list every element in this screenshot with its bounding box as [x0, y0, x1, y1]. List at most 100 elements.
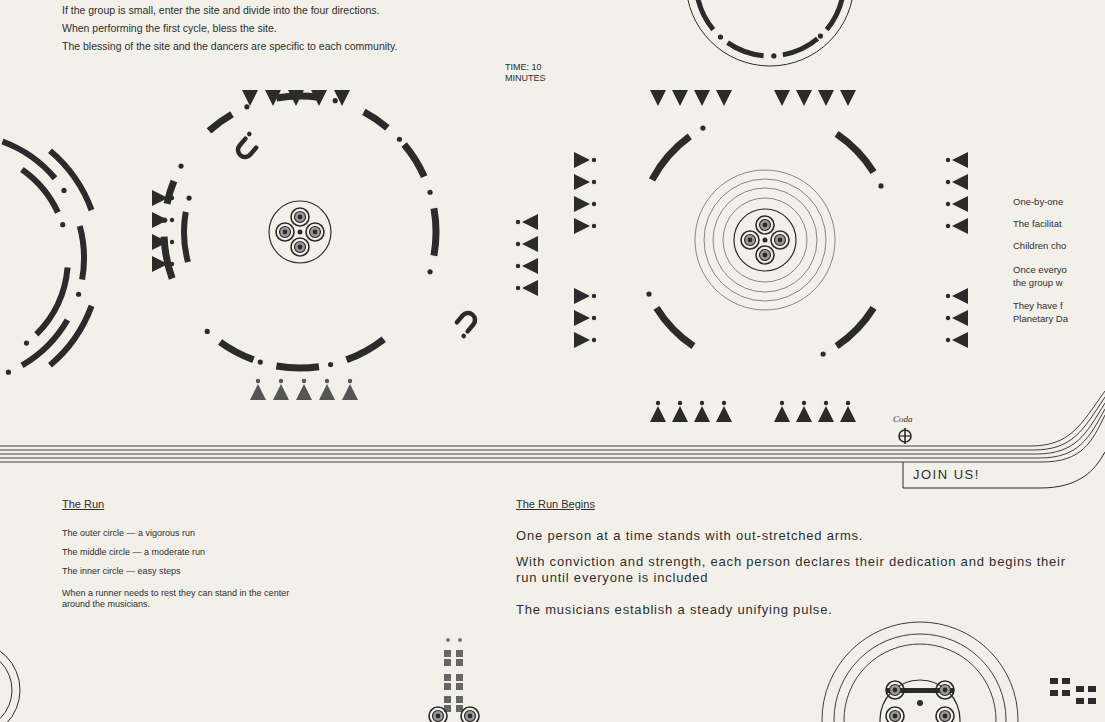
- musician-dot: [943, 688, 948, 693]
- ring-dash: [402, 142, 428, 178]
- musician-ring: [433, 711, 444, 722]
- musician-dot: [298, 215, 303, 220]
- dancer-triangle: [574, 288, 590, 304]
- bottom-ring: [834, 634, 1006, 722]
- musician-dot: [893, 688, 898, 693]
- musician-ring: [741, 231, 759, 249]
- ring-dash: [649, 134, 692, 182]
- musician-ring: [291, 208, 309, 226]
- dancer-dot: [946, 158, 950, 162]
- dashed-ring: [181, 195, 192, 262]
- u-turn-symbol: [452, 310, 480, 339]
- musician-dot: [313, 230, 318, 235]
- dancer-dot: [802, 401, 806, 405]
- small-square: [1062, 678, 1070, 684]
- dancer-dot: [946, 294, 950, 298]
- dancer-dot: [592, 202, 596, 206]
- musician-ring: [461, 707, 479, 722]
- ring-dash: [21, 319, 70, 368]
- bottom-ring: [880, 680, 960, 722]
- ring-dash: [48, 305, 94, 368]
- dancer-triangle: [952, 174, 968, 190]
- small-square: [444, 659, 451, 666]
- ring-dot: [333, 98, 338, 103]
- dancer-triangle: [250, 384, 266, 400]
- dancer-triangle: [840, 406, 856, 422]
- ring-dash: [207, 111, 234, 133]
- u-turn-dot: [246, 131, 252, 137]
- score-note: Children cho: [1013, 240, 1099, 252]
- partial-ring: [0, 642, 20, 722]
- ring-dash: [430, 208, 439, 256]
- musician-ring: [280, 227, 291, 238]
- center-dot: [298, 230, 303, 235]
- dancer-triangle: [152, 212, 168, 228]
- score-note: The outer circle — a vigorous run: [62, 528, 362, 539]
- musician-ring: [429, 707, 447, 722]
- ring-dot: [205, 329, 210, 334]
- score-note: The inner circle — easy steps: [62, 566, 362, 577]
- dancer-triangle: [152, 234, 168, 250]
- ring-dash: [1, 139, 57, 181]
- musician-dot: [893, 714, 898, 719]
- dancer-triangle: [288, 90, 304, 106]
- musician-ring: [310, 227, 321, 238]
- musician-ring: [940, 685, 951, 696]
- dashed-ring: [646, 125, 883, 356]
- dancer-triangle: [574, 174, 590, 190]
- musician-ring: [465, 711, 476, 722]
- ring-dot: [878, 183, 883, 188]
- musician-ring: [291, 238, 309, 256]
- musician-ring: [745, 235, 756, 246]
- dancer-triangle: [574, 152, 590, 168]
- ring-dash: [726, 41, 764, 59]
- dancer-triangle: [650, 406, 666, 422]
- coda-symbol: [899, 435, 911, 436]
- dancer-dot: [170, 218, 174, 222]
- dancer-triangle: [796, 90, 812, 106]
- musician-ring: [295, 242, 306, 253]
- small-square: [456, 696, 463, 703]
- dancer-triangle: [152, 256, 168, 272]
- musician-ring: [760, 250, 771, 261]
- ring-dot: [646, 291, 651, 296]
- small-square: [456, 683, 463, 690]
- small-square: [456, 650, 463, 657]
- dancer-triangle: [574, 218, 590, 234]
- dancer-dot: [348, 379, 352, 383]
- dancer-triangle: [952, 288, 968, 304]
- musician-ring: [940, 711, 951, 722]
- dancer-dot: [170, 262, 174, 266]
- dancer-dot: [592, 224, 596, 228]
- dancer-triangle: [774, 90, 790, 106]
- dancer-dot: [302, 379, 306, 383]
- dancer-dot: [946, 180, 950, 184]
- dashed-ring: [48, 148, 94, 367]
- dancer-dot: [592, 158, 596, 162]
- dancer-dot: [780, 401, 784, 405]
- dancer-dot: [592, 180, 596, 184]
- ring-dot: [244, 104, 249, 109]
- ring-dot: [6, 370, 11, 375]
- ring-dot: [24, 341, 29, 346]
- dancer-triangle: [319, 384, 335, 400]
- musician-ring: [775, 235, 786, 246]
- dancer-dot: [325, 379, 329, 383]
- dancer-dot: [722, 401, 726, 405]
- small-square: [444, 650, 451, 657]
- dancer-dot: [678, 401, 682, 405]
- band-line: [0, 391, 1105, 446]
- small-square: [1050, 678, 1058, 684]
- score-note: With conviction and strength, each perso…: [516, 554, 1091, 587]
- score-note: Planetary Da: [1013, 313, 1099, 325]
- musician-ring: [756, 246, 774, 264]
- score-note: The facilitat: [1013, 218, 1099, 230]
- musician-dot: [436, 714, 441, 719]
- dancer-dot: [946, 224, 950, 228]
- ring-dash: [48, 148, 94, 211]
- small-dot: [446, 638, 450, 642]
- dancer-dot: [592, 316, 596, 320]
- score-note: When a runner needs to rest they can sta…: [62, 588, 302, 611]
- bottom-ring: [844, 644, 996, 722]
